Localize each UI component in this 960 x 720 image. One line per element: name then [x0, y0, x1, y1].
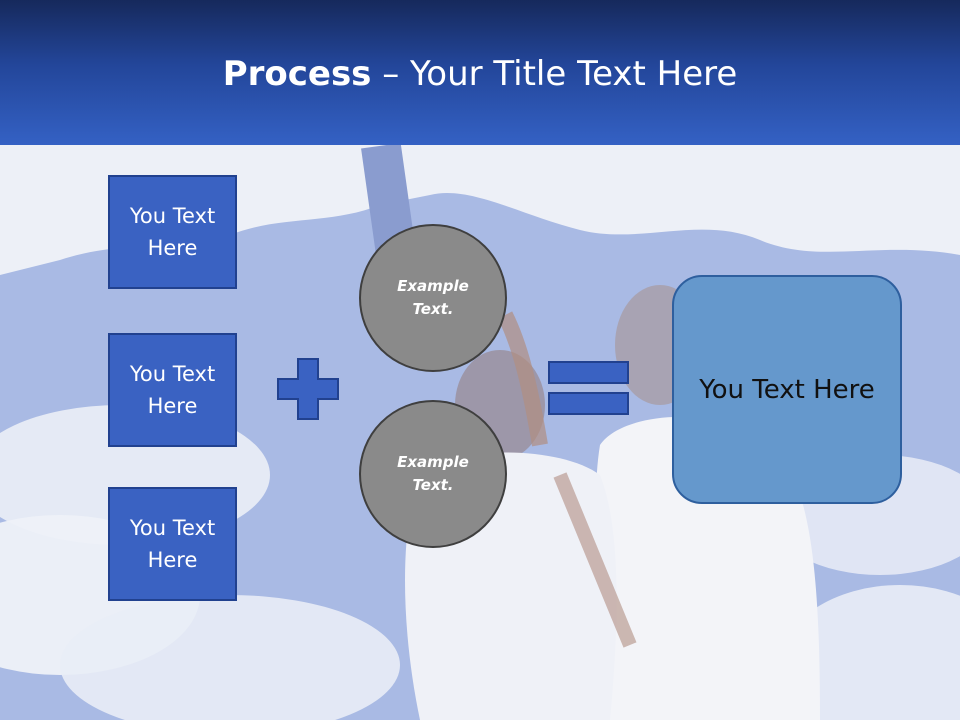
text-box-1-line2: Here — [147, 236, 198, 260]
title-rest: – Your Title Text Here — [371, 54, 738, 94]
example-circle-2-line1: Example — [397, 453, 469, 471]
equals-icon — [548, 361, 629, 415]
page-title: Process – Your Title Text Here — [0, 52, 960, 96]
result-label: You Text Here — [699, 374, 875, 405]
header-bar: Process – Your Title Text Here — [0, 0, 960, 145]
text-box-2-line2: Here — [147, 394, 198, 418]
text-box-3-line1: You Text — [129, 516, 216, 540]
text-box-1-line1: You Text — [129, 204, 216, 228]
text-box-3-line2: Here — [147, 548, 198, 572]
title-bold: Process — [222, 54, 372, 94]
example-circle-1-line1: Example — [397, 277, 469, 295]
example-circle-1-line2: Text. — [412, 300, 454, 318]
plus-icon — [277, 358, 339, 420]
example-circle-2-line2: Text. — [412, 476, 454, 494]
text-box-2-line1: You Text — [129, 362, 216, 386]
result-box[interactable]: You Text Here — [672, 275, 902, 504]
